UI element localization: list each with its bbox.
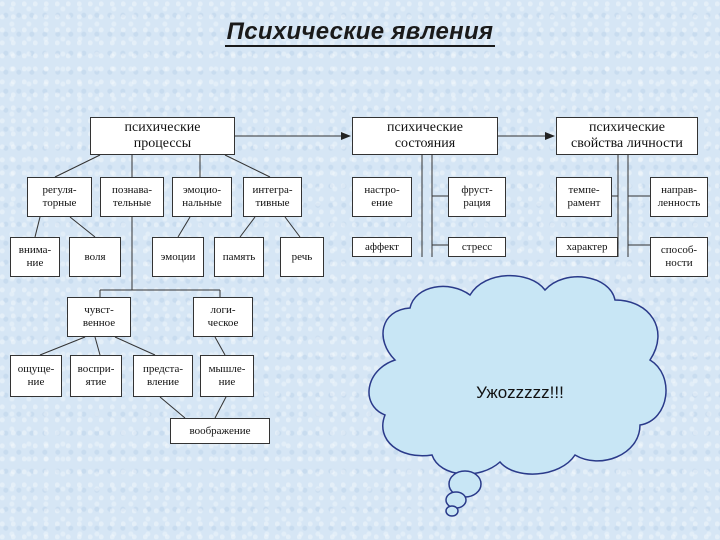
page-title-text: Психические явления [224,18,496,47]
line-processes-integrative [224,154,271,178]
box-mood: настро- ение [352,177,412,217]
box-attention: внима- ние [10,237,60,277]
box-psychic-properties: психические свойства личности [556,117,698,155]
cloud-text: Ужоzzzzz!!! [476,383,564,402]
box-emotions: эмоции [152,237,204,277]
cloud-bubble-medium [445,491,467,509]
box-sensation: ощуще- ние [10,355,62,397]
box-regulatory: регуля- торные [27,177,92,217]
box-representation: предста- вление [133,355,193,397]
box-thinking: мышле- ние [200,355,254,397]
box-imagination: воображение [170,418,270,444]
box-temperament: темпе- рамент [556,177,612,217]
box-sensory: чувст- венное [67,297,131,337]
box-cognitive: познава- тельные [100,177,164,217]
box-stress: стресс [448,237,506,257]
box-memory: память [214,237,264,277]
box-psychic-processes: психические процессы [90,117,235,155]
box-affect: аффект [352,237,412,257]
box-orientation: направ- ленность [650,177,708,217]
box-speech: речь [280,237,324,277]
cloud-bubble-small [445,505,459,517]
box-will: воля [69,237,121,277]
box-frustration: фруст- рация [448,177,506,217]
box-psychic-states: психические состояния [352,117,498,155]
box-emotional: эмоцио- нальные [172,177,232,217]
box-abilities: способ- ности [650,237,708,277]
line-processes-regulatory [54,154,101,178]
box-integrative: интегра- тивные [243,177,302,217]
box-character: характер [556,237,618,257]
page-title: Психические явления [0,18,720,47]
box-logical: логи- ческое [193,297,253,337]
cloud-shape [368,274,667,475]
box-perception: воспри- ятие [70,355,122,397]
